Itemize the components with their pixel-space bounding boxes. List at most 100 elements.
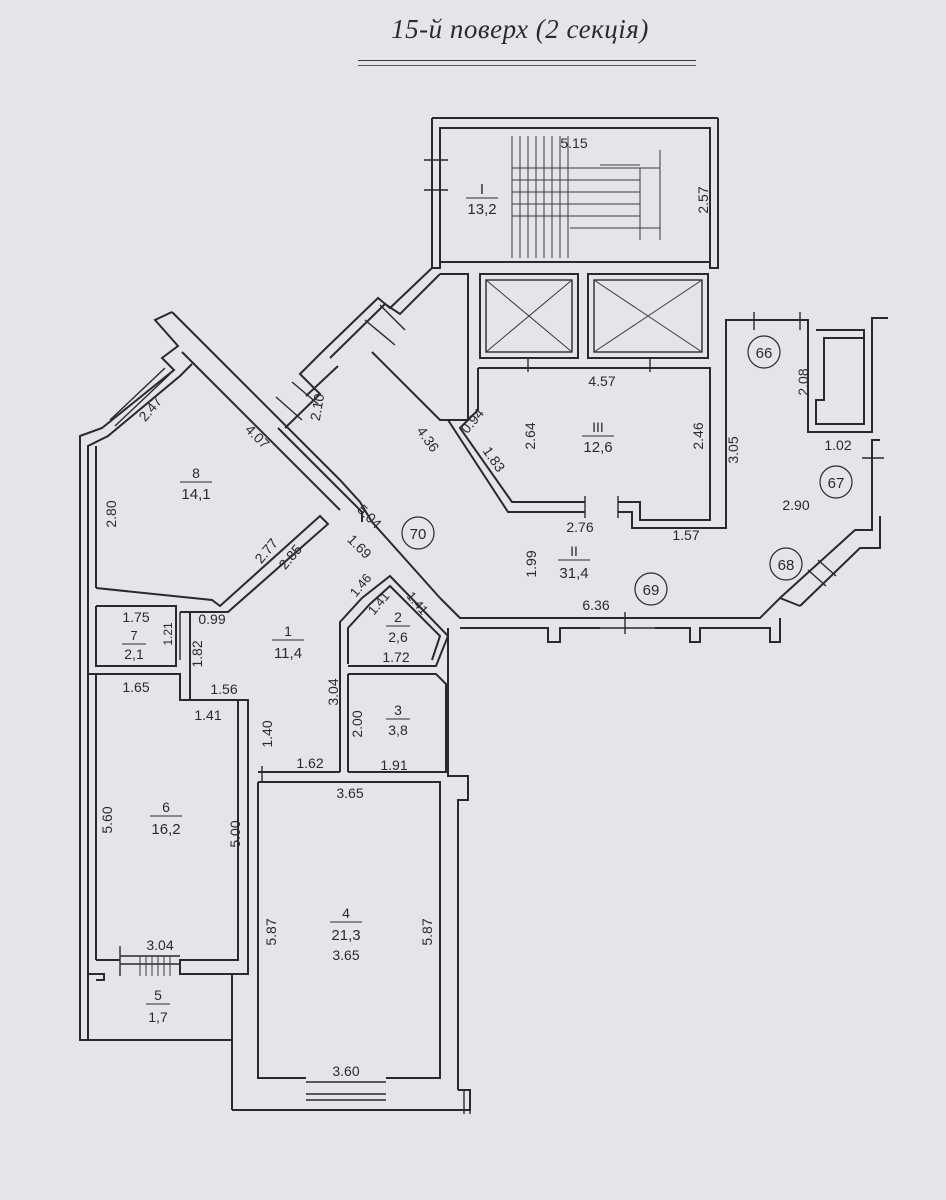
dim-r2-bottom: 1.72 [382, 649, 409, 665]
room-4-area: 21,3 [331, 927, 360, 944]
dim-r2-a: 1.46 [347, 571, 375, 600]
room-6-label: 6 16,2 [150, 799, 182, 838]
dim-r4-bottom: 3.60 [332, 1063, 359, 1079]
dim-stair-right: 2.57 [695, 186, 711, 213]
dim-lobby-right: 2.46 [690, 422, 706, 449]
room-4-label: 4 21,3 [330, 905, 362, 944]
corridor-east-wall [779, 439, 880, 599]
dim-r1-c: 1.40 [259, 720, 275, 747]
room5-wall [88, 973, 105, 981]
room-III-label: III 12,6 [582, 419, 614, 456]
room-III-area: 12,6 [583, 439, 612, 456]
dim-r7-top: 1.75 [122, 609, 149, 625]
elevator-right-x2 [593, 279, 703, 353]
marker-66-text: 66 [756, 345, 773, 362]
room-8-number: 8 [192, 465, 200, 481]
dim-r7-right: 0.99 [198, 611, 225, 627]
entry-opening-2 [275, 396, 303, 421]
dim-lobby-diag: 1.83 [480, 443, 509, 475]
title-underline-second [358, 65, 696, 66]
dim-corridor-right: 3.05 [725, 436, 741, 463]
dim-r6-top: 1.65 [122, 679, 149, 695]
dim-r4-top: 3.65 [336, 785, 363, 801]
corridor-diag-wall [277, 427, 363, 522]
room-II-area: 31,4 [559, 565, 588, 582]
room-7-label: 7 2,1 [122, 628, 146, 662]
room-I-area: 13,2 [467, 201, 496, 218]
entry-opening-1 [291, 381, 319, 405]
marker-68-text: 68 [778, 557, 795, 574]
stair-steps [511, 136, 661, 258]
corridor-bottom-wall [439, 596, 801, 619]
dim-r1-a: 1.56 [210, 681, 237, 697]
room8-diag-wall [171, 311, 373, 523]
room-2-area: 2,6 [388, 629, 408, 645]
room-I-number: I [480, 181, 484, 198]
marker-67: 67 [819, 465, 853, 499]
room-3-area: 3,8 [388, 722, 408, 738]
dim-r8-diag: 4.07 [242, 421, 273, 452]
dim-r3-height: 3.04 [325, 678, 341, 705]
niche-wall [754, 317, 888, 433]
dim-niche-height: 2.08 [795, 368, 811, 395]
marker-67-text: 67 [828, 475, 845, 492]
apartment-walls [79, 311, 471, 1114]
service-room-wall [371, 273, 469, 421]
dim-r1-diag2: 1.69 [344, 531, 375, 562]
room6-window-hatch [139, 956, 171, 976]
dim-lobby-bottom-right: 1.57 [672, 527, 699, 543]
dim-r8-left: 2.80 [103, 500, 119, 527]
room6-wall [96, 673, 249, 975]
dim-entry-width: 2.10 [307, 392, 328, 422]
lobby-outer-bottom [618, 319, 754, 529]
dim-r6-right: 5.00 [227, 820, 243, 847]
room-1-label: 1 11,4 [272, 623, 304, 662]
east-window-1 [807, 569, 827, 587]
marker-69-text: 69 [643, 582, 660, 599]
room-III-number: III [592, 419, 604, 435]
dim-r4-left: 5.87 [263, 918, 279, 945]
room-8-label: 8 14,1 [180, 465, 212, 503]
stairwell [424, 117, 719, 269]
room-5-label: 5 1,7 [146, 987, 170, 1025]
dim-r1-diag: 5.04 [354, 501, 385, 532]
room-8-area: 14,1 [181, 486, 210, 503]
dim-r4-right: 5.87 [419, 918, 435, 945]
dim-corridor-bottom: 6.36 [582, 597, 609, 613]
east-window-2 [817, 559, 837, 577]
dim-diag-long: 4.36 [414, 423, 443, 455]
room-3-number: 3 [394, 702, 402, 718]
room-1-number: 1 [284, 623, 292, 639]
elevator-shaft-right [587, 273, 709, 359]
room-2-number: 2 [394, 609, 402, 625]
room4-right-outer [447, 628, 469, 1090]
marker-69: 69 [634, 572, 668, 606]
elevator-shaft-right-inner [593, 279, 703, 353]
room-5-area: 1,7 [148, 1009, 168, 1025]
room-6-number: 6 [162, 799, 170, 815]
room-2-label: 2 2,6 [386, 609, 410, 645]
room8-diag-wall-inner [181, 351, 341, 511]
elevator-shaft-left [479, 273, 579, 359]
marker-68: 68 [769, 547, 803, 581]
corridor-east-wall-outer [799, 516, 881, 607]
entry-diag-inner [305, 365, 339, 397]
room4-inner [258, 781, 441, 1079]
markers: 66 67 68 69 70 [401, 335, 853, 606]
room-II-number: II [570, 543, 578, 559]
room-5-number: 5 [154, 987, 162, 1003]
dimension-labels: 5.15 2.57 4.57 2.64 2.46 0.94 1.83 2.76 … [99, 135, 852, 1079]
dim-r6-left: 5.60 [99, 806, 115, 833]
dim-stair-top: 5.15 [560, 135, 587, 151]
corridor-bottom-wall-outer [460, 627, 600, 643]
room2-inner [347, 584, 442, 664]
room-6-area: 16,2 [151, 821, 180, 838]
dim-lobby-top: 4.57 [588, 373, 615, 389]
entry-diag-wall [284, 351, 323, 429]
room2-top-diag [371, 521, 441, 599]
room2-wall [339, 574, 450, 772]
upper-diag-wall-inner [329, 273, 441, 359]
room-I-label: I 13,2 [466, 181, 498, 218]
lobby-wall [478, 367, 711, 521]
